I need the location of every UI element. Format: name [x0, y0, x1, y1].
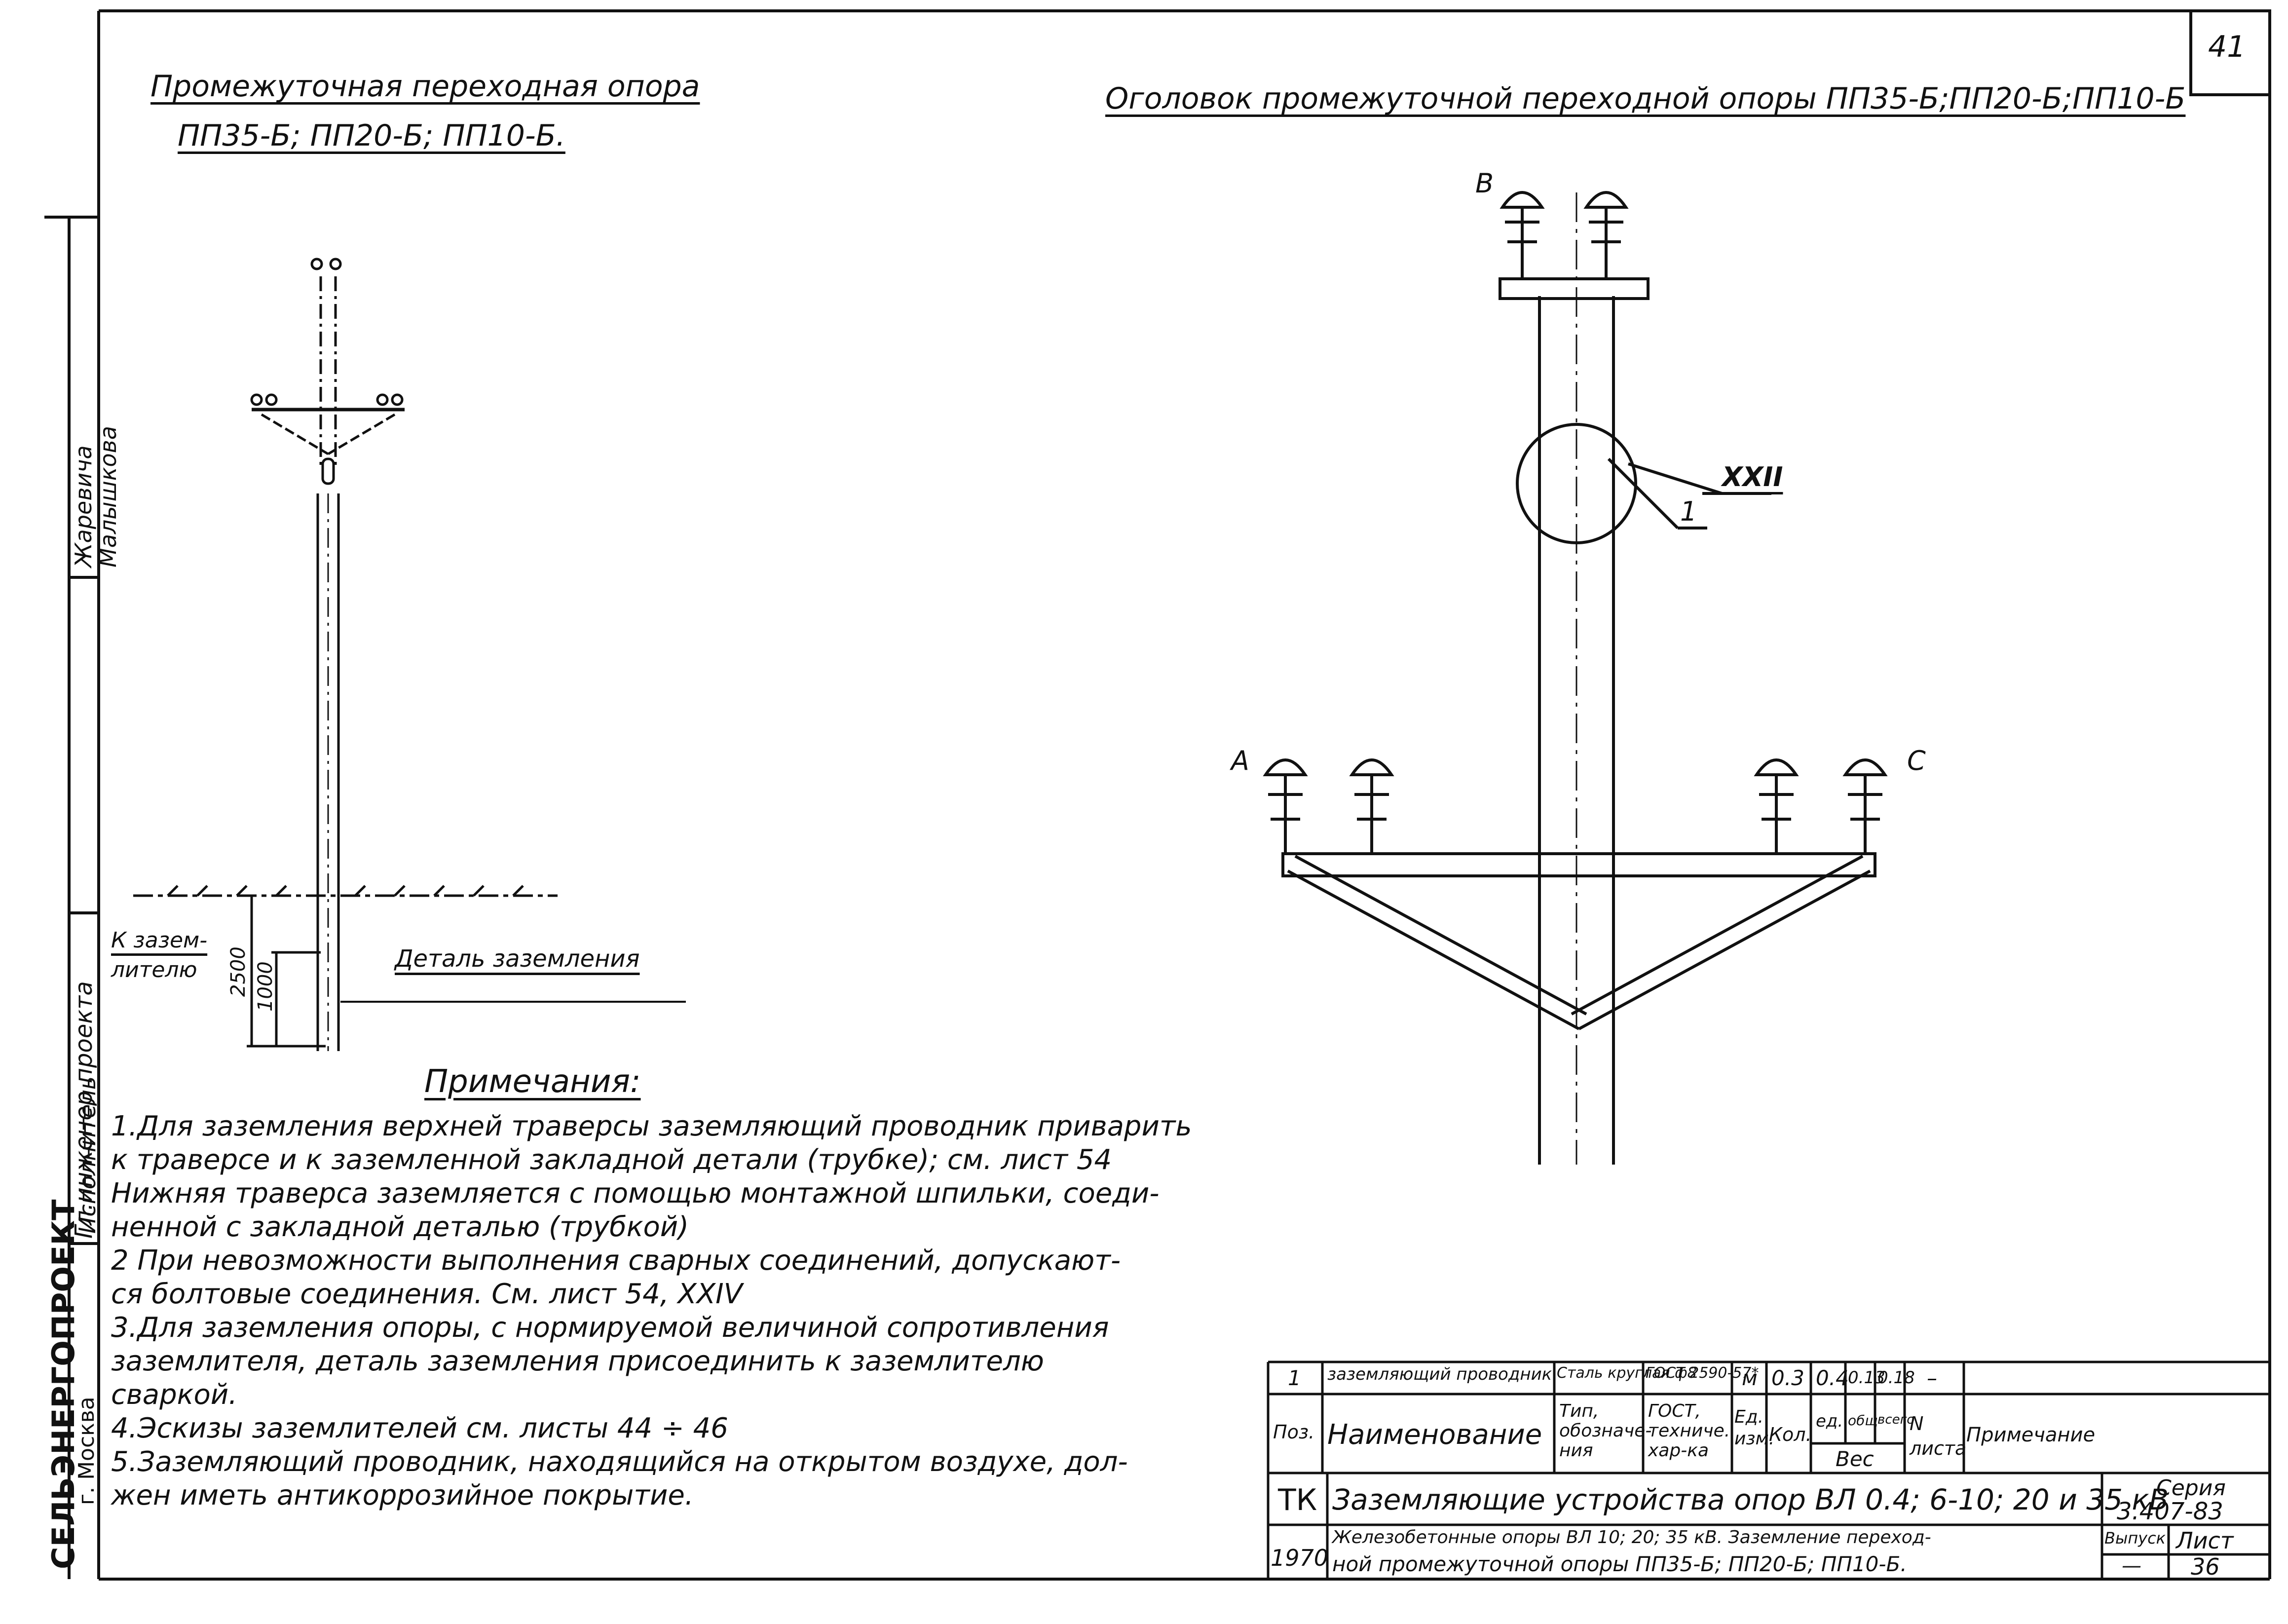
note-line: 5.Заземляющий проводник, находящийся на …: [111, 1446, 1128, 1478]
spec-unit-weight: 0.4: [1816, 1366, 1849, 1390]
spec-unit: м: [1742, 1366, 1758, 1390]
to-grounding-label-1: К зазем-: [111, 928, 208, 953]
note-line: жен иметь антикоррозийное покрытие.: [111, 1479, 694, 1511]
hdr-all-w: всего: [1877, 1412, 1915, 1427]
hdr-unit-w: ед.: [1816, 1411, 1843, 1431]
callout-xxii: XXII: [1722, 461, 1783, 492]
note-line: 1.Для заземления верхней траверсы заземл…: [111, 1110, 1192, 1142]
callout-1: 1: [1680, 496, 1697, 527]
spec-gost: ГОСТ 2590-57*: [1646, 1364, 1759, 1382]
hdr-pos: Поз.: [1273, 1421, 1315, 1443]
tb-subtitle: Железобетонные опоры ВЛ 10; 20; 35 кВ. З…: [1332, 1527, 1931, 1548]
phase-b-label: В: [1475, 168, 1494, 199]
tb-year: 1970: [1271, 1545, 1329, 1571]
tb-issue-label: Выпуск: [2104, 1529, 2166, 1548]
spec-all-weight: 0.18: [1877, 1368, 1915, 1388]
spec-sheet: –: [1927, 1366, 1937, 1390]
note-line: ся болтовые соединения. См. лист 54, XXI…: [111, 1278, 743, 1310]
to-grounding-label-2: лителю: [111, 957, 197, 982]
hdr-note: Примечание: [1966, 1424, 2096, 1446]
note-line: к траверсе и к заземленной закладной дет…: [111, 1144, 1112, 1176]
spec-pos: 1: [1288, 1366, 1301, 1390]
notes-heading: Примечания:: [424, 1063, 641, 1100]
note-line: 2 При невозможности выполнения сварных с…: [111, 1245, 1121, 1277]
spec-qty: 0.3: [1771, 1366, 1804, 1390]
note-line: Нижняя траверса заземляется с помощью мо…: [111, 1177, 1160, 1209]
note-line: ненной с закладной деталью (трубкой): [111, 1211, 689, 1243]
sheet-number: 41: [2208, 30, 2246, 64]
spec-total-weight: 0.13: [1848, 1368, 1885, 1388]
hdr-total-w: общ: [1848, 1412, 1878, 1429]
tb-sheet-label: Лист: [2176, 1527, 2234, 1554]
note-line: 4.Эскизы заземлителей см. листы 44 ÷ 46: [111, 1412, 728, 1444]
tb-issue: —: [2122, 1554, 2141, 1577]
note-line: 3.Для заземления опоры, с нормируемой ве…: [111, 1312, 1109, 1344]
tb-series: 3.407-83: [2117, 1498, 2223, 1525]
tb-subtitle2: ной промежуточной опоры ПП35-Б; ПП20-Б; …: [1332, 1552, 1907, 1576]
tb-org: ТК: [1278, 1483, 1317, 1517]
note-line: сваркой.: [111, 1379, 237, 1411]
grounding-detail-label: Деталь заземления: [395, 945, 640, 973]
hdr-name: Наименование: [1327, 1419, 1542, 1451]
left-title-line1: Промежуточная переходная опора: [150, 69, 700, 104]
phase-c-label: С: [1907, 745, 1926, 776]
hdr-sheet: N листа: [1910, 1413, 1967, 1459]
spec-type: Сталь круглая ф8: [1557, 1364, 1697, 1382]
hdr-unit: Ед. изм.: [1734, 1407, 1775, 1449]
spec-name: заземляющий проводник: [1327, 1364, 1552, 1384]
hdr-qty: Кол.: [1769, 1424, 1812, 1445]
note-line: заземлителя, деталь заземления присоедин…: [111, 1345, 1044, 1377]
phase-a-label: А: [1231, 745, 1249, 776]
hdr-gost: ГОСТ, техниче. хар-ка: [1648, 1401, 1730, 1461]
tb-title: Заземляющие устройства опор ВЛ 0.4; 6-10…: [1332, 1483, 2169, 1516]
hdr-weight: Вес: [1836, 1447, 1874, 1471]
tb-sheet: 36: [2191, 1553, 2220, 1580]
hdr-type: Тип, обозначе- ния: [1559, 1401, 1652, 1461]
tb-series-label: Серия: [2156, 1475, 2226, 1501]
right-title: Оголовок промежуточной переходной опоры …: [1105, 81, 2186, 116]
left-title-line2: ПП35-Б; ПП20-Б; ПП10-Б.: [178, 118, 565, 153]
